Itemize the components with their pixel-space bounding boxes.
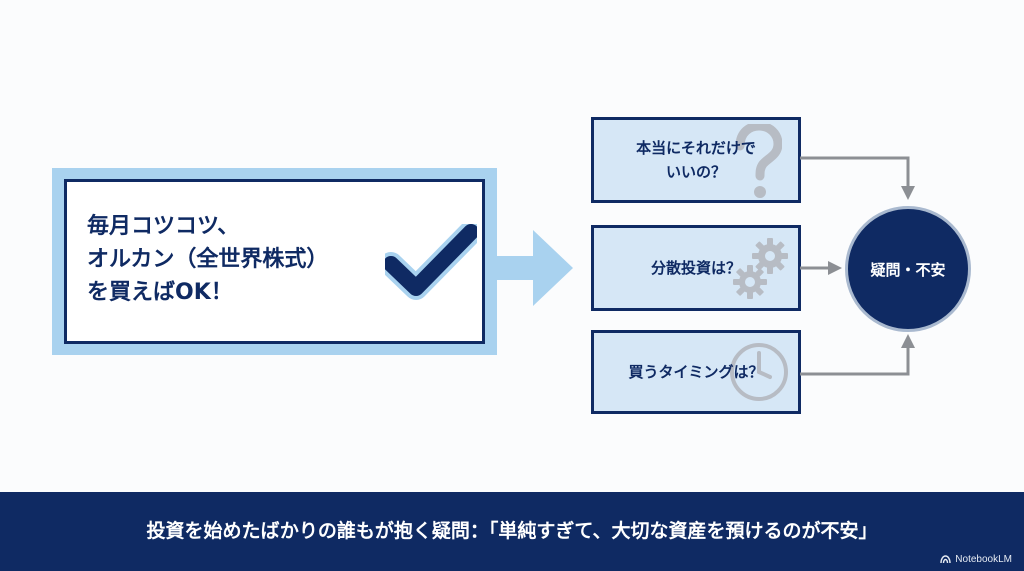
main-statement-box: 毎月コツコツ、 オルカン（全世界株式） を買えばOK！: [52, 168, 497, 355]
flow-arrow-icon: [493, 230, 573, 306]
anxiety-label: 疑問・不安: [870, 260, 946, 279]
connector-top: [800, 156, 910, 188]
question-text-1: 本当にそれだけで いいの？: [594, 136, 798, 184]
checkmark-icon: [385, 224, 477, 300]
notebooklm-logo-icon: [940, 555, 951, 564]
caption-text: 投資を始めたばかりの誰もが抱く疑問：「単純すぎて、大切な資産を預けるのが不安」: [146, 520, 878, 542]
gears-icon: [733, 238, 788, 299]
watermark-text: NotebookLM: [955, 554, 1012, 565]
diagram-canvas: 毎月コツコツ、 オルカン（全世界株式） を買えばOK！ 本当にそれだけで いいの…: [52, 117, 971, 414]
main-statement-line: 毎月コツコツ、: [87, 214, 240, 239]
question-box-3: 買うタイミングは？: [591, 330, 801, 414]
connector-arrows: [800, 156, 915, 376]
question-box-2: 分散投資は？: [591, 225, 801, 311]
connector-bottom: [800, 346, 910, 376]
question-line: 買うタイミングは？: [628, 363, 764, 381]
question-box-1: 本当にそれだけで いいの？: [591, 117, 801, 203]
clock-icon: [730, 343, 788, 401]
question-line: 分散投資は？: [650, 259, 741, 277]
caption-bar: 投資を始めたばかりの誰もが抱く疑問：「単純すぎて、大切な資産を預けるのが不安」 …: [0, 492, 1024, 571]
question-line: いいの？: [665, 163, 726, 181]
main-statement-inner: 毎月コツコツ、 オルカン（全世界株式） を買えばOK！: [64, 179, 485, 344]
question-mark-icon: [735, 124, 782, 198]
question-text-3: 買うタイミングは？: [594, 360, 798, 384]
question-text-2: 分散投資は？: [594, 256, 798, 280]
question-line: 本当にそれだけで: [636, 139, 756, 157]
anxiety-circle: 疑問・不安: [845, 206, 971, 332]
main-statement-line: オルカン（全世界株式）: [87, 247, 329, 272]
main-statement-line: を買えばOK！: [87, 280, 233, 305]
main-statement-text: 毎月コツコツ、 オルカン（全世界株式） を買えばOK！: [87, 210, 328, 309]
watermark: NotebookLM: [940, 554, 1012, 565]
